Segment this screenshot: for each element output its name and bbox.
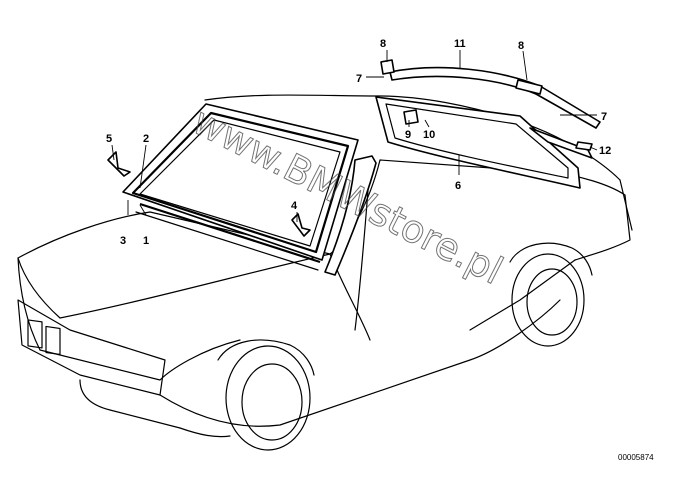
callout-7-right: 7 [601,111,607,123]
callout-3: 3 [120,235,126,247]
rear-quarter-window [529,127,593,159]
clip-8-right [515,79,543,95]
bracket-9 [403,109,419,125]
callout-11: 11 [454,38,466,50]
clip-12 [575,141,593,151]
roof-drip-rail [389,66,601,129]
callout-5: 5 [106,133,112,145]
clip-8-left [380,59,395,75]
callout-6: 6 [455,180,461,192]
reference-number: 00005874 [618,453,654,462]
callout-12: 12 [599,145,611,157]
callout-7-left: 7 [356,73,362,85]
callout-1: 1 [143,235,149,247]
callout-8-right: 8 [518,40,524,52]
callout-4: 4 [291,200,298,212]
a-pillar-trim [324,155,377,276]
leader-lines [111,50,598,222]
callout-10: 10 [423,129,435,141]
callout-9: 9 [405,129,411,141]
callout-2: 2 [143,133,149,145]
clip-5 [107,151,131,177]
callout-8-left: 8 [380,38,386,50]
side-window-seal [375,96,581,189]
